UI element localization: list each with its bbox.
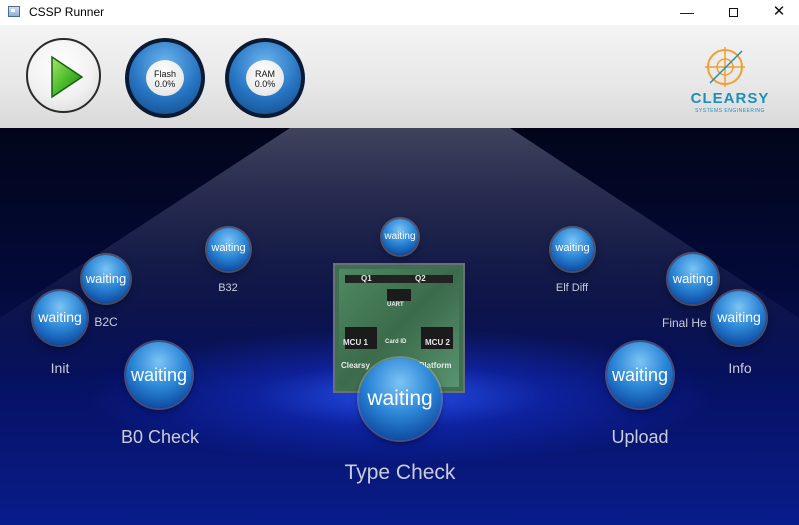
step-upload-indicator[interactable]: waiting xyxy=(607,342,673,408)
step-init-status: waiting xyxy=(38,309,82,325)
step-info-status: waiting xyxy=(717,309,761,325)
maximize-button[interactable] xyxy=(710,0,756,25)
step-final-hex-status: waiting xyxy=(672,271,714,286)
step-top-indicator[interactable]: waiting xyxy=(382,219,418,255)
step-b32-status: waiting xyxy=(211,242,246,254)
step-elf-diff-indicator[interactable]: waiting xyxy=(551,228,594,271)
app-icon xyxy=(8,6,20,17)
window-title: CSSP Runner xyxy=(29,5,105,19)
step-b2c-label: B2C xyxy=(94,315,118,329)
flash-label: Flash xyxy=(153,69,176,79)
step-final-hex-indicator[interactable]: waiting xyxy=(668,254,718,304)
board-label-clearsy: Clearsy xyxy=(341,361,370,370)
board-label-platform: Platform xyxy=(419,361,452,370)
step-type-check-status: waiting xyxy=(367,387,433,410)
board-label-mcu1: MCU 1 xyxy=(343,338,368,347)
step-b32-label: B32 xyxy=(218,282,238,294)
step-top-status: waiting xyxy=(384,231,416,242)
step-elf-diff-label: Elf Diff xyxy=(555,282,589,294)
step-b0-check-label: B0 Check xyxy=(120,427,200,447)
board-label-mcu2: MCU 2 xyxy=(425,338,450,347)
close-button[interactable]: ✕ xyxy=(772,3,786,20)
title-bar: CSSP Runner — ✕ xyxy=(0,0,799,26)
flash-value: 0.0% xyxy=(154,79,176,89)
step-final-hex-label: Final He xyxy=(662,316,707,330)
step-info-label: Info xyxy=(728,360,752,376)
logo-name: CLEARSY xyxy=(690,90,770,107)
step-elf-diff-status: waiting xyxy=(555,242,590,254)
play-icon xyxy=(51,55,84,99)
step-info-indicator[interactable]: waiting xyxy=(712,291,766,345)
step-b2c-status: waiting xyxy=(85,271,127,286)
logo-tagline: SYSTEMS ENGINEERING xyxy=(695,108,765,114)
step-b0-check-indicator[interactable]: waiting xyxy=(126,342,192,408)
board-label-q1: Q1 xyxy=(361,274,372,283)
logo-target-icon xyxy=(705,47,745,87)
ram-label: RAM xyxy=(255,69,275,79)
pipeline-stage: Q1 Q2 UART MCU 1 MCU 2 Card ID Clearsy P… xyxy=(0,128,799,525)
board-label-q2: Q2 xyxy=(415,274,426,283)
step-init-label: Init xyxy=(50,360,70,376)
step-b32-indicator[interactable]: waiting xyxy=(207,228,250,271)
step-type-check-indicator[interactable]: waiting xyxy=(359,358,441,440)
step-b2c-indicator[interactable]: waiting xyxy=(82,255,130,303)
step-upload-label: Upload xyxy=(611,427,669,447)
flash-usage-gauge: Flash 0.0% xyxy=(125,38,205,118)
maximize-icon xyxy=(728,8,738,17)
step-type-check-label: Type Check xyxy=(344,461,456,484)
ram-value: 0.0% xyxy=(254,79,276,89)
run-button[interactable] xyxy=(26,38,101,113)
clearsy-logo: CLEARSY SYSTEMS ENGINEERING xyxy=(680,45,780,125)
toolbar: Flash 0.0% RAM 0.0% CLEARSY SYSTEMS ENGI… xyxy=(0,25,799,128)
step-init-indicator[interactable]: waiting xyxy=(33,291,87,345)
board-label-uart: UART xyxy=(387,302,404,308)
board-label-card-id: Card ID xyxy=(385,339,407,345)
step-b0-check-status: waiting xyxy=(130,365,188,385)
step-upload-status: waiting xyxy=(611,365,669,385)
minimize-button[interactable]: — xyxy=(680,4,694,20)
ram-usage-gauge: RAM 0.0% xyxy=(225,38,305,118)
